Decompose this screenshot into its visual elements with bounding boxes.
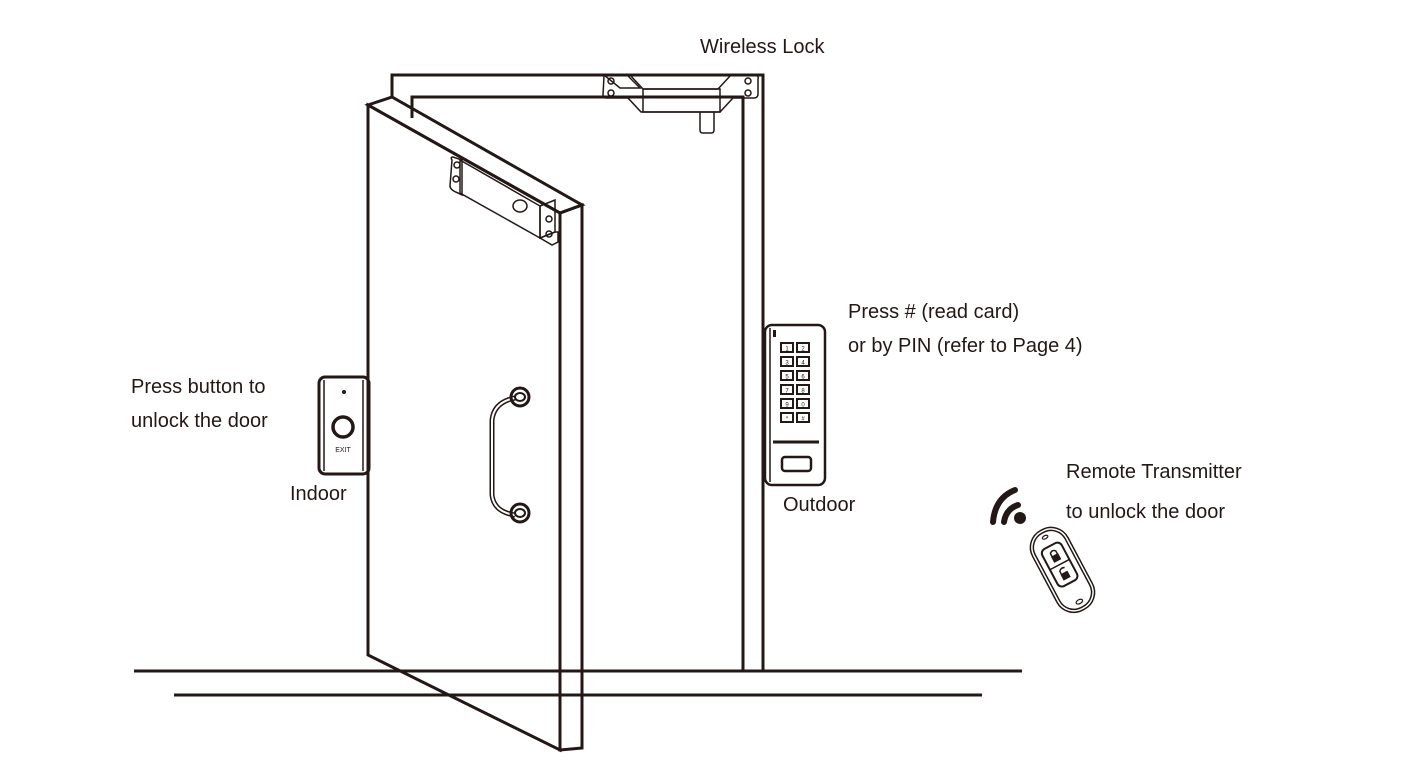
keypad-key-7: 7 bbox=[780, 384, 794, 395]
keypad-key-3: 3 bbox=[780, 356, 794, 367]
lock-closed-icon bbox=[1049, 549, 1062, 563]
card-reader-area bbox=[780, 455, 813, 473]
door bbox=[364, 95, 586, 753]
exit-instruction-line1: Press button to bbox=[131, 376, 266, 398]
door-side-edge bbox=[558, 202, 584, 752]
exit-text: EXIT bbox=[335, 447, 351, 454]
indoor-label: Indoor bbox=[290, 483, 347, 505]
keypad-instruction-line2: or by PIN (refer to Page 4) bbox=[848, 335, 1083, 357]
keypad-key-label: 2 bbox=[801, 347, 805, 353]
keypad-key-label: 8 bbox=[801, 389, 805, 395]
exit-button-device: EXIT bbox=[317, 375, 371, 476]
floor bbox=[134, 669, 1022, 697]
lock-armature-plate bbox=[449, 156, 559, 246]
keypad-key-0: 0 bbox=[796, 398, 810, 409]
keypad-key-5: 5 bbox=[780, 370, 794, 381]
keypad-instruction-line1: Press # (read card) bbox=[848, 301, 1020, 323]
remote-instruction-line1: Remote Transmitter bbox=[1066, 461, 1242, 483]
keypad-key-label: 4 bbox=[801, 361, 805, 367]
keypad-key-label: 0 bbox=[801, 403, 805, 409]
keypad-device: 1 2 3 4 5 6 7 8 9 0 * # bbox=[763, 323, 827, 487]
keypad-key-label: 6 bbox=[801, 375, 805, 381]
keypad-key-label: * bbox=[786, 417, 789, 423]
remote-instruction-line2: to unlock the door bbox=[1066, 501, 1225, 523]
remote-transmitter bbox=[1029, 526, 1096, 614]
keypad-key-star: * bbox=[780, 412, 794, 423]
keypad-key-9: 9 bbox=[780, 398, 794, 409]
keypad-key-2: 2 bbox=[796, 342, 810, 353]
keypad-key-1: 1 bbox=[780, 342, 794, 353]
wireless-lock bbox=[601, 74, 759, 134]
outdoor-label: Outdoor bbox=[783, 494, 856, 516]
keypad-key-6: 6 bbox=[796, 370, 810, 381]
lock-bolt bbox=[699, 112, 715, 134]
door-handle bbox=[489, 386, 531, 524]
keypad-key-8: 8 bbox=[796, 384, 810, 395]
indicator-led bbox=[342, 390, 346, 394]
door-frame bbox=[390, 73, 765, 671]
lock-open-icon bbox=[1059, 566, 1071, 581]
keypad-key-4: 4 bbox=[796, 356, 810, 367]
exit-instruction-line2: unlock the door bbox=[131, 410, 268, 432]
door-top-edge bbox=[364, 95, 586, 215]
lock-body bbox=[642, 88, 721, 113]
keypad-key-label: 5 bbox=[785, 375, 789, 381]
keypad-key-label: # bbox=[801, 417, 805, 423]
keypad-key-label: 9 bbox=[785, 403, 789, 409]
keypad-housing bbox=[763, 323, 827, 487]
exit-push-button bbox=[331, 415, 355, 439]
keypad-key-label: 3 bbox=[785, 361, 789, 367]
keypad-key-label: 1 bbox=[785, 347, 789, 353]
wireless-lock-label: Wireless Lock bbox=[700, 36, 825, 58]
door-frame-outer bbox=[390, 73, 765, 671]
keypad-key-label: 7 bbox=[785, 389, 789, 395]
exit-button-housing bbox=[317, 375, 371, 476]
keypad-key-hash: # bbox=[796, 412, 810, 423]
wireless-signal-icon bbox=[990, 487, 1026, 525]
